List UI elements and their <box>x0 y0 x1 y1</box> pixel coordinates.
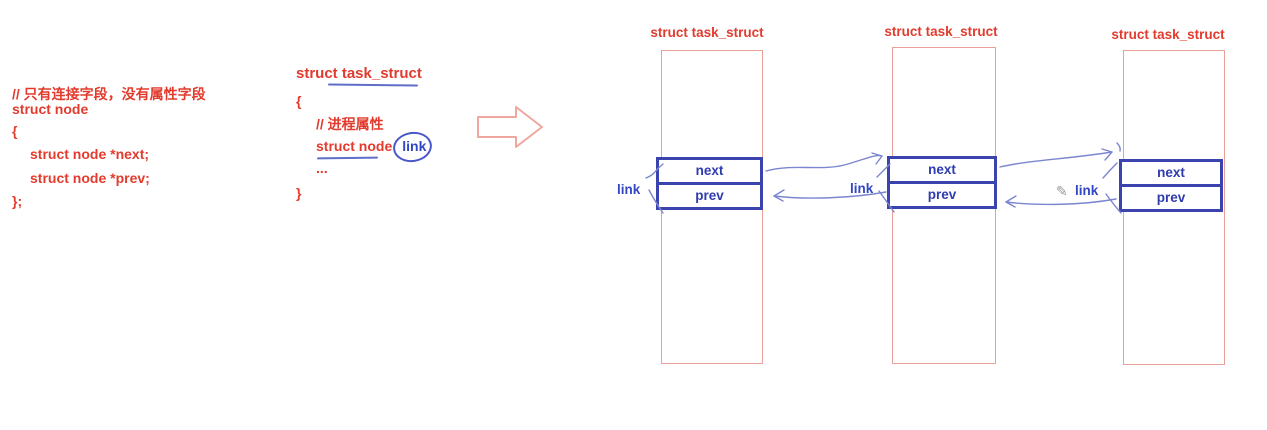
left-code-comment: // 只有连接字段，没有属性字段 <box>12 86 206 102</box>
node3-title: struct task_struct <box>1111 27 1225 42</box>
left-code-close-brace: }; <box>12 193 23 209</box>
middle-code-comment: // 进程属性 <box>316 116 384 132</box>
node3-fieldbox: next prev <box>1119 159 1223 212</box>
arrow-next-2to3 <box>999 151 1113 168</box>
node1-fieldbox: next prev <box>656 157 763 210</box>
left-code-field-next: struct node *next; <box>30 146 150 162</box>
middle-code-ellipsis: ... <box>316 160 328 176</box>
node2-title: struct task_struct <box>884 24 998 39</box>
middle-code-decl-name: link <box>402 138 427 154</box>
link-circle-annotation <box>391 129 434 165</box>
pencil-cursor-icon: ✎ <box>1056 183 1068 199</box>
node1-title: struct task_struct <box>650 25 764 40</box>
arrowhead-prev-2to1 <box>773 189 785 202</box>
node2-field-prev: prev <box>927 187 957 202</box>
big-right-arrow-icon <box>477 106 543 148</box>
middle-code-open-brace: { <box>296 93 302 109</box>
left-code-decl: struct node <box>12 101 89 117</box>
middle-code-title: struct task_struct <box>296 65 422 82</box>
node2-fieldbox: next prev <box>887 156 997 209</box>
node1-field-prev: prev <box>695 188 724 203</box>
middle-code-decl-type: struct node <box>316 138 393 154</box>
middle-code-decl: struct node link <box>316 139 426 153</box>
node2-field-next: next <box>890 159 994 184</box>
arrowhead-prev-3to2 <box>1005 195 1017 208</box>
arrow-next-1to2 <box>765 154 883 172</box>
arrow-tick-node3-corner <box>1116 142 1121 152</box>
arrowhead-next-1to2 <box>871 152 883 165</box>
arrowhead-next-2to3 <box>1101 148 1113 161</box>
arrow-prev-3to2 <box>1005 198 1117 206</box>
node2-link-label: link <box>850 181 874 196</box>
node3-field-prev: prev <box>1156 190 1186 205</box>
underline-task-struct <box>327 83 419 87</box>
node3-link-label: link <box>1075 183 1099 198</box>
node3-field-next: next <box>1122 162 1220 187</box>
middle-code-close-brace: } <box>296 185 302 201</box>
left-code-open-brace: { <box>12 123 18 139</box>
left-code-field-prev: struct node *prev; <box>30 170 150 186</box>
underline-struct-node <box>316 156 379 160</box>
node1-link-label: link <box>617 182 641 197</box>
link3-brace-top <box>1102 162 1118 179</box>
node1-field-next: next <box>659 160 760 185</box>
